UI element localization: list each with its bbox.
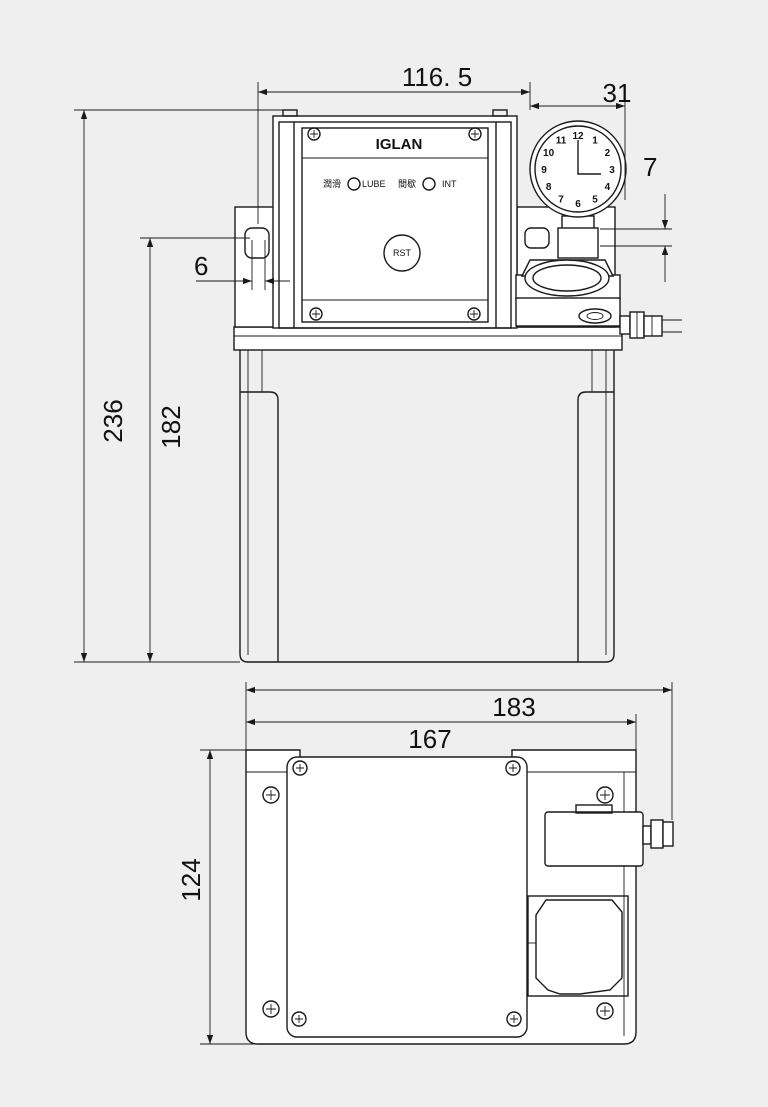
reset-button[interactable] [383,234,421,272]
screw-icon [262,786,280,804]
brand-label: IGLAN [376,136,423,153]
lube-indicator-icon [347,177,361,191]
gauge-number: 12 [572,131,584,142]
control-box-lid [286,756,528,1038]
outlet-fitting [619,311,682,339]
lube-cn-label: 潤滑 [323,179,341,189]
dim-gauge-width: 31 [603,78,632,108]
gauge-needle-icon [577,140,601,175]
int-indicator-icon [422,177,436,191]
dim-total-width: 183 [492,692,535,722]
gauge-number: 4 [605,182,611,193]
dim-gauge-offset: 7 [643,152,657,182]
lube-en-label: LUBE [362,179,386,189]
screw-icon [505,760,521,776]
dim-total-height: 236 [98,399,128,442]
gauge-number: 3 [609,165,615,176]
reset-label: RST [393,248,412,258]
screw-icon [468,127,482,141]
oil-filler-cap [515,259,621,327]
oil-tank [239,350,615,663]
gauge-number: 11 [556,136,567,147]
top-view [245,749,674,1045]
dim-tank-height: 182 [156,405,186,448]
filler-cap-top [527,895,629,997]
screw-icon [596,786,614,804]
screw-icon [596,1002,614,1020]
gauge-number: 9 [541,165,547,176]
dim-top-width: 116. 5 [402,62,472,92]
gauge-number: 2 [605,148,611,159]
outlet-fitting-top [642,819,674,849]
screw-icon [506,1011,522,1027]
gauge-top-view [544,804,644,867]
gauge-number: 7 [558,194,564,205]
gauge-number: 8 [546,182,552,193]
mounting-bracket-left [234,206,280,328]
tank-flange [233,326,623,351]
int-en-label: INT [442,179,457,189]
dim-base-width: 167 [408,724,451,754]
dim-slot-width: 6 [194,251,208,281]
screw-icon [309,307,323,321]
gauge-number: 6 [575,199,581,210]
screw-icon [307,127,321,141]
gauge-number: 1 [592,136,598,147]
screw-icon [262,1000,280,1018]
int-cn-label: 間歇 [398,178,416,189]
dimension-lines: 116. 5 31 7 6 236 182 183 167 [74,62,673,1045]
gauge-number: 5 [592,194,598,205]
gauge-number: 10 [543,148,555,159]
screw-icon [467,307,481,321]
dim-depth: 124 [176,858,206,901]
control-box: IGLAN 潤滑 LUBE 間歇 INT RST [272,109,518,329]
screw-icon [291,1011,307,1027]
screw-icon [292,760,308,776]
